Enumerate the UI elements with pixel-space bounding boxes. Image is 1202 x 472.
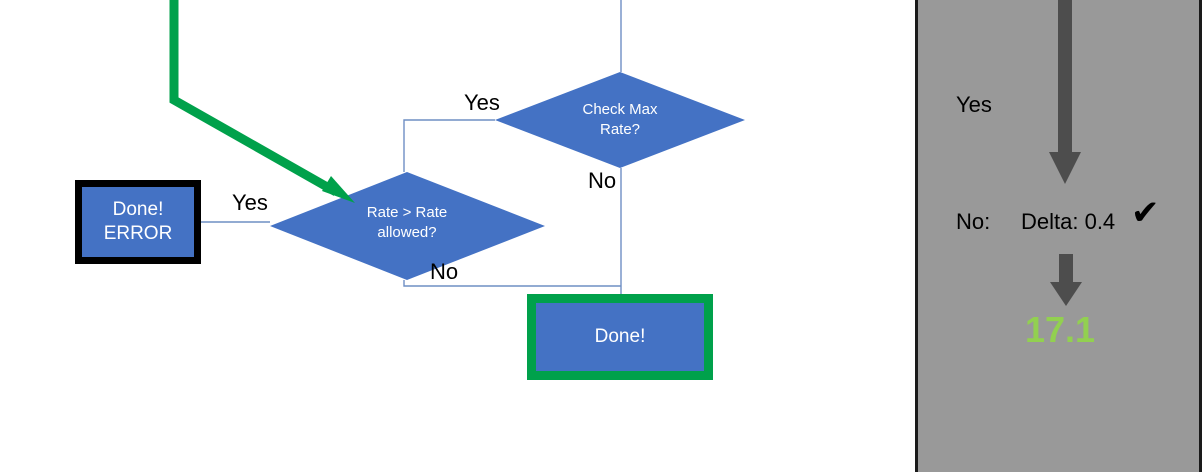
check-mark-icon: ✔	[1131, 194, 1160, 232]
edge-label-rate-allowed-no: No	[430, 259, 459, 284]
node-done-error[interactable]: Done! ERROR	[75, 180, 201, 264]
active-path-arrow	[169, 0, 355, 203]
node-done[interactable]: Done!	[527, 294, 713, 380]
node-label-done: Done!	[594, 325, 646, 347]
connector-rate-yes-to-check-max-rate	[403, 119, 495, 172]
node-label-done-error: Done! ERROR	[103, 199, 173, 244]
panel-arrow-graphics	[1049, 0, 1082, 306]
flowchart-area: Check Max Rate? Rate > Rate allowed? Don…	[75, 0, 745, 380]
edge-label-check-max-rate-yes: Yes	[464, 90, 500, 115]
panel-label-yes: Yes	[956, 92, 992, 117]
flowchart-graphics	[169, 0, 745, 294]
edge-label-rate-allowed-yes: Yes	[232, 190, 268, 215]
connector-lines	[201, 0, 622, 294]
panel-label-no: No:	[956, 209, 991, 234]
node-check-max-rate[interactable]	[495, 72, 745, 168]
connector-rate-no-to-done	[403, 280, 621, 287]
panel-label-delta: Delta: 0.4	[1021, 209, 1116, 234]
node-rate-greater-than-allowed[interactable]	[270, 172, 545, 280]
status-panel: Yes No: Delta: 0.4 ✔ 17.1	[915, 0, 1202, 472]
panel-arrow-bottom	[1050, 254, 1082, 306]
panel-arrow-top	[1049, 0, 1081, 184]
result-value: 17.1	[1025, 309, 1096, 350]
edge-label-check-max-rate-no: No	[588, 168, 617, 193]
